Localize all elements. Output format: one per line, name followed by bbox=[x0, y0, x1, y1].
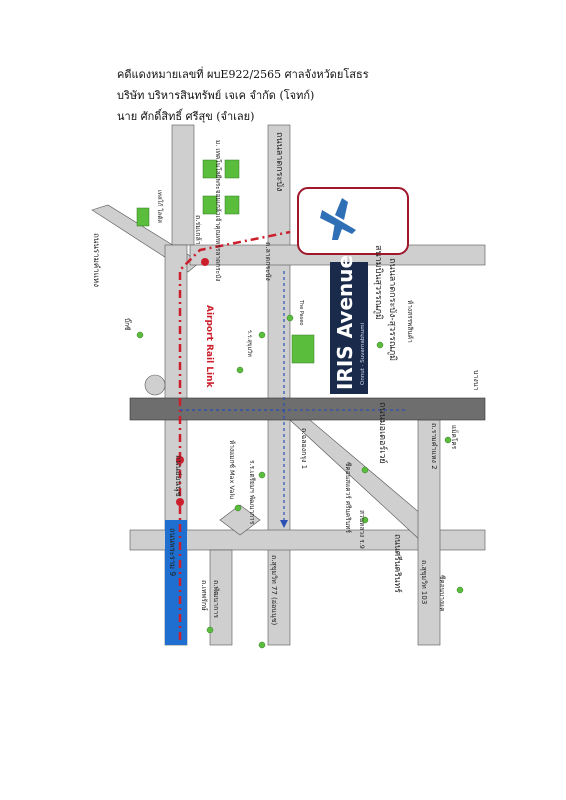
road-label-sub-road: ถ.ลาดกระบัง bbox=[264, 242, 272, 281]
landmark-marker bbox=[444, 436, 452, 444]
landmark-marker bbox=[234, 504, 242, 512]
place-label-seacon: ซีคอนสแควร์ ศรีนครินทร์ bbox=[344, 462, 352, 533]
landmark-marker bbox=[224, 159, 240, 179]
road-label-motorway: ถนนมอเตอร์เวย์ bbox=[377, 402, 389, 464]
landmark-marker bbox=[361, 466, 369, 474]
landmark-marker bbox=[236, 366, 244, 374]
landmark-marker bbox=[376, 341, 384, 349]
landmark-marker bbox=[258, 471, 266, 479]
landmark-marker bbox=[258, 641, 266, 649]
airport-label: สนามบินสุวรรณภูมิ bbox=[373, 245, 384, 320]
road-label-bangna: บางนา bbox=[472, 370, 480, 391]
road-label-onnut: ถนนอ่อนนุช bbox=[174, 455, 183, 497]
iris-avenue-title: IRIS Avenue bbox=[333, 255, 357, 390]
rail-station-marker bbox=[176, 456, 184, 464]
place-label-kmitl: ม. เทคโนโลยีพระจอมเกล้าเจ้าคุณทหารลาดกระ… bbox=[214, 140, 222, 281]
road-segment bbox=[171, 124, 195, 246]
place-label-max-value: ห้างแมกซ์ Max Valu bbox=[228, 440, 236, 499]
place-label-hospital: ร.ร.เตรียมฯ พัฒนาการ bbox=[248, 460, 256, 525]
road-label-romklao: ถ.ร่มเกล้า bbox=[194, 215, 202, 245]
plaintiff-line: บริษัท บริหารสินทรัพย์ เจเค จำกัด (โจทก์… bbox=[117, 89, 315, 102]
landmark-marker bbox=[136, 331, 144, 339]
rail-link-line bbox=[178, 230, 291, 640]
landmark-marker bbox=[258, 331, 266, 339]
road-label-lat-krabang: ถนนลาดกระบัง bbox=[274, 132, 284, 191]
airport-box bbox=[297, 187, 409, 255]
arrow-icon bbox=[280, 520, 288, 528]
landmark-marker bbox=[456, 586, 464, 594]
place-label-sukhumvit-school: ร.ร.สุขุมวิท bbox=[246, 330, 253, 357]
place-label-big-c: บิ๊กซี bbox=[123, 318, 132, 331]
iris-avenue-subtitle: Onnut · Suvarnabhumi bbox=[360, 322, 366, 385]
landmark-marker bbox=[224, 195, 240, 215]
rail-station-marker bbox=[201, 258, 209, 266]
road-label-sukhumvit77: ถ.สุขุมวิท 77 (อ่อนนุช) bbox=[270, 555, 278, 625]
road-segment bbox=[129, 529, 486, 551]
road-segment bbox=[219, 504, 261, 536]
road-label-theparak: ถ.เทพรักษ์ bbox=[200, 580, 208, 611]
landmark-marker bbox=[206, 626, 214, 634]
road-label-chalongkrung: ถ.ฉลองกรุง 1 bbox=[300, 428, 308, 469]
landmark-marker bbox=[136, 207, 150, 227]
road-segment bbox=[209, 549, 233, 646]
case-number-line: คดีแดงหมายเลขที่ ผบE922/2565 ศาลจังหวัดย… bbox=[117, 68, 369, 81]
place-label-paseo: The Paseo bbox=[298, 299, 304, 325]
place-label-thai-pattana: ซีคอนบางแค bbox=[438, 575, 446, 612]
road-label-srinakarin: ถนนศรีนครินทร์ bbox=[392, 534, 403, 593]
landmark-marker bbox=[202, 195, 218, 215]
landmark-marker bbox=[202, 159, 218, 179]
place-label-makro: แม็คโคร bbox=[450, 425, 459, 450]
place-label-big-market: ห้างสรรพสินค้า bbox=[406, 300, 414, 343]
road-label-pattanakarn: ถ.พัฒนาการ bbox=[212, 580, 220, 618]
defendant-line: นาย ศักดิ์สิทธิ์ ศรีสุข (จำเลย) bbox=[117, 110, 255, 123]
airplane-icon bbox=[320, 198, 356, 240]
motorway-road bbox=[129, 397, 486, 421]
road-label-rama9: ถนนพระราม 9 bbox=[168, 528, 177, 576]
landmark-marker bbox=[361, 516, 369, 524]
road-label-ramkhamhaeng2: ถ.รามคำแหง 2 bbox=[430, 423, 438, 470]
roundabout bbox=[144, 374, 166, 396]
rama9-road bbox=[165, 520, 187, 645]
iris-marker bbox=[291, 334, 315, 364]
place-label-suan-luang: สวนหลวง ร.9 bbox=[358, 510, 366, 549]
landmark-marker bbox=[286, 314, 294, 322]
airport-rail-link-label: Airport Rail Link bbox=[204, 305, 214, 389]
rail-station-marker bbox=[176, 498, 184, 506]
road-label-sukhumvit103: ถ.สุขุมวิท 103 bbox=[420, 560, 428, 604]
road-label-lk-suvarnabhumi: ถนนลาดกระบัง-สุวรรณภูมิ bbox=[387, 258, 398, 361]
iris-avenue-box bbox=[330, 262, 368, 394]
road-label-ramkhamhaeng: ถนนรามคำแหง bbox=[92, 233, 101, 287]
place-label-lotus: เทสโก้ โลตัส bbox=[156, 190, 164, 223]
